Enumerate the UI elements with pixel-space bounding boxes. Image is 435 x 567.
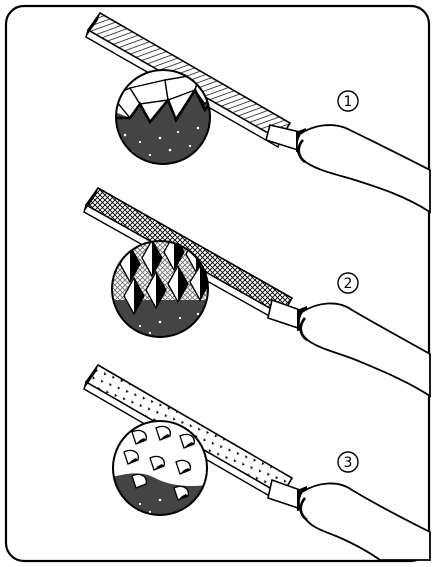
svg-text:1: 1 — [344, 94, 353, 110]
panel-double-cut: 2 — [83, 186, 431, 398]
label-1: 1 — [337, 90, 359, 112]
label-3: 3 — [337, 451, 359, 473]
file-handle-1 — [296, 124, 431, 214]
panel-single-cut: 1 — [85, 11, 431, 214]
panel-rasp: 3 — [83, 363, 431, 561]
file-handle-3 — [298, 482, 431, 561]
file-handle-2 — [298, 302, 431, 398]
label-2: 2 — [337, 272, 359, 294]
magnified-teeth-2 — [111, 240, 209, 338]
svg-text:3: 3 — [344, 455, 353, 471]
svg-text:2: 2 — [344, 276, 353, 292]
